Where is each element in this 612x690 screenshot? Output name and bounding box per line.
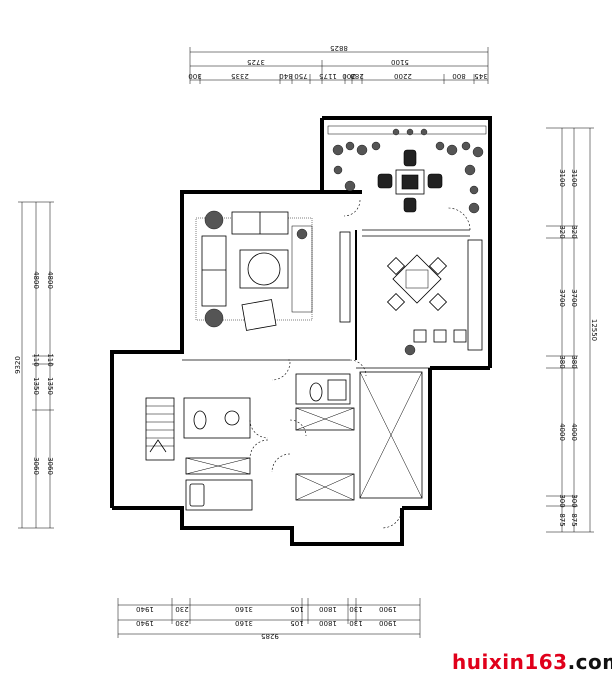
bottom-dim-r2-3: 105 <box>290 619 303 627</box>
bottom-dim-r2-0: 1940 <box>136 619 154 627</box>
bottom-dim-r1-1: 230 <box>175 605 188 613</box>
top-dim-overall: 8825 <box>330 44 348 52</box>
staircase <box>145 397 175 461</box>
site-watermark: huixin163.com <box>452 650 612 674</box>
bottom-dim-r2-4: 1800 <box>319 619 337 627</box>
left-dim-r1-3: 3060 <box>32 457 40 475</box>
bottom-dim-r1-3: 105 <box>290 605 303 613</box>
right-dim-r1-1: 320 <box>558 225 566 238</box>
left-dim-r2-1: 110 <box>46 353 54 366</box>
left-dim-r2-0: 4800 <box>46 271 54 289</box>
top-dimension-chain: 8825 3725 5100 300 2335 840 750 1175 200… <box>188 44 489 84</box>
watermark-tld: .com <box>567 650 612 674</box>
bottom-dim-r1-6: 1900 <box>379 605 397 613</box>
dining-table-set <box>386 254 467 356</box>
guest-bed <box>185 479 253 511</box>
walls <box>110 116 492 546</box>
bottom-dim-r1-0: 1940 <box>136 605 154 613</box>
left-dimension-chain: 9320 4800 110 1350 3060 4800 110 1350 30… <box>14 201 54 529</box>
top-dim-row2-b: 5100 <box>391 58 409 66</box>
right-dim-r2-2: 3700 <box>570 289 578 307</box>
bathroom-fixtures <box>183 373 355 501</box>
right-dim-r1-0: 3100 <box>558 169 566 187</box>
bottom-dim-r2-5: 130 <box>349 619 362 627</box>
right-dim-r1-4: 4000 <box>558 423 566 441</box>
right-dim-overall: 12550 <box>590 319 598 341</box>
right-dimension-chain: 12550 3100 320 3700 380 4000 300 875 310… <box>546 127 598 533</box>
top-dim-row3-5: 200 <box>342 72 355 80</box>
right-dim-r1-2: 3700 <box>558 289 566 307</box>
right-dim-r1-3: 380 <box>558 355 566 368</box>
right-dim-r2-3: 380 <box>570 355 578 368</box>
left-dim-r2-3: 3060 <box>46 457 54 475</box>
right-dim-r2-4: 4000 <box>570 423 578 441</box>
right-dim-r1-6: 875 <box>558 513 566 526</box>
bottom-dim-overall: 9285 <box>261 632 279 640</box>
bottom-dim-r1-2: 3160 <box>235 605 253 613</box>
left-dim-r1-0: 4800 <box>32 271 40 289</box>
top-dim-row3-0: 300 <box>188 72 201 80</box>
top-dim-row3-3: 750 <box>294 72 307 80</box>
right-dim-r1-5: 300 <box>558 494 566 507</box>
left-dim-r1-1: 110 <box>32 353 40 366</box>
bottom-dim-r2-6: 1900 <box>379 619 397 627</box>
living-room-furniture <box>195 210 313 331</box>
left-dim-overall: 9320 <box>14 356 22 374</box>
top-dim-row3-4: 1175 <box>319 72 337 80</box>
bottom-dimension-chain: 1940 230 3160 105 1800 130 1900 1940 230… <box>117 598 421 640</box>
terrace-planters <box>327 125 487 214</box>
bottom-dim-r1-5: 130 <box>349 605 362 613</box>
top-dim-row3-7: 2200 <box>394 72 412 80</box>
right-dim-r2-0: 3100 <box>570 169 578 187</box>
left-dim-r2-2: 1350 <box>46 377 54 395</box>
top-dim-row3-9: 345 <box>474 72 487 80</box>
elevator-shaft <box>359 371 423 499</box>
top-dim-row2-a: 3725 <box>247 58 265 66</box>
right-dim-r2-1: 320 <box>570 225 578 238</box>
top-dim-row3-1: 2335 <box>231 72 249 80</box>
terrace-table-set <box>377 149 443 213</box>
right-dim-r2-6: 875 <box>570 513 578 526</box>
watermark-domain: huixin163 <box>452 650 568 674</box>
right-dim-r2-5: 300 <box>570 494 578 507</box>
left-dim-r1-2: 1350 <box>32 377 40 395</box>
bottom-dim-r2-1: 230 <box>175 619 188 627</box>
bottom-dim-r1-4: 1800 <box>319 605 337 613</box>
top-dim-row3-6: 280 <box>350 72 363 80</box>
top-dim-row3-8: 800 <box>452 72 465 80</box>
top-dim-row3-2: 840 <box>279 72 292 80</box>
bottom-dim-r2-2: 3160 <box>235 619 253 627</box>
door-swings <box>249 199 471 529</box>
